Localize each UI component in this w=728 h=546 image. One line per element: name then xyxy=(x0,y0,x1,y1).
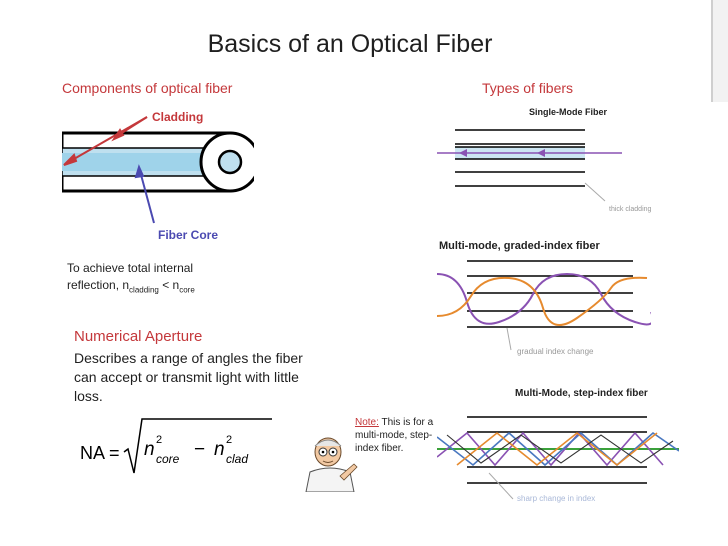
tir-prefix: reflection, n xyxy=(67,278,130,292)
graded-index-annotation: gradual index change xyxy=(517,347,594,356)
tir-mid: < n xyxy=(158,278,180,292)
formula-lhs: NA = xyxy=(80,443,120,463)
fiber-components-svg: Cladding Fiber Core xyxy=(60,110,261,242)
step-index-diagram: Multi-Mode, step-index fiber sharp chang… xyxy=(436,377,680,519)
fiber-end-core xyxy=(217,149,243,175)
graded-index-title: Multi-mode, graded-index fiber xyxy=(439,240,600,252)
tir-sub-cladding: cladding xyxy=(129,285,159,295)
numerical-aperture-heading: Numerical Aperture xyxy=(74,328,203,345)
core-label: Fiber Core xyxy=(158,228,218,242)
step-ray-black xyxy=(446,434,674,464)
step-index-svg: Multi-Mode, step-index fiber sharp chang… xyxy=(436,388,680,503)
single-mode-diagram: Single-Mode Fiber thick cladding xyxy=(437,103,662,221)
na-formula-svg: NA = n 2 core − n 2 clad xyxy=(80,418,272,474)
cladding-label: Cladding xyxy=(152,110,203,124)
core-arrow xyxy=(134,164,155,224)
fiber-body xyxy=(60,131,261,193)
professor-cartoon xyxy=(296,432,364,493)
graded-ray-orange xyxy=(436,276,648,327)
slide-edge-bar xyxy=(711,0,728,102)
formula-sup1: 2 xyxy=(156,434,162,446)
components-heading: Components of optical fiber xyxy=(62,80,233,96)
formula-n2: n xyxy=(214,439,225,460)
slide-title: Basics of an Optical Fiber xyxy=(207,30,493,58)
note-text: This is for a multi-mode, step-index fib… xyxy=(355,417,434,454)
tir-condition: To achieve total internal reflection, nc… xyxy=(67,260,195,298)
single-mode-svg: Single-Mode Fiber thick cladding xyxy=(437,107,652,213)
step-index-title: Multi-Mode, step-index fiber xyxy=(515,388,648,399)
sqrt-sign xyxy=(123,418,272,474)
na-formula-panel: NA = n 2 core − n 2 clad xyxy=(72,407,276,500)
single-mode-title: Single-Mode Fiber xyxy=(529,107,608,117)
formula-sub-clad: clad xyxy=(226,452,248,466)
note-label: Note: xyxy=(355,417,379,428)
formula-n1: n xyxy=(144,439,155,460)
step-index-annotation: sharp change in index xyxy=(517,494,595,503)
fiber-components-diagram: Cladding Fiber Core xyxy=(60,103,261,248)
formula-sub-core: core xyxy=(156,452,180,466)
step-ray-purple xyxy=(436,431,664,467)
cladding-arrows xyxy=(63,116,148,166)
professor-svg xyxy=(296,432,364,493)
formula-minus: − xyxy=(194,439,205,460)
step-index-note: Note: This is for a multi-mode, step-ind… xyxy=(355,416,440,455)
tir-line1: To achieve total internal xyxy=(67,261,194,275)
numerical-aperture-description: Describes a range of angles the fiber ca… xyxy=(74,350,303,404)
graded-ray-purple xyxy=(436,272,654,326)
step-ray-blue xyxy=(436,431,680,467)
formula-sup2: 2 xyxy=(226,434,232,446)
types-heading: Types of fibers xyxy=(482,80,574,96)
single-mode-annotation: thick cladding xyxy=(609,206,652,213)
step-ray-orange xyxy=(456,431,658,467)
tir-sub-core: core xyxy=(179,285,195,295)
graded-index-diagram: Multi-mode, graded-index fiber gradual i… xyxy=(436,230,654,365)
graded-index-svg: Multi-mode, graded-index fiber gradual i… xyxy=(436,240,654,356)
